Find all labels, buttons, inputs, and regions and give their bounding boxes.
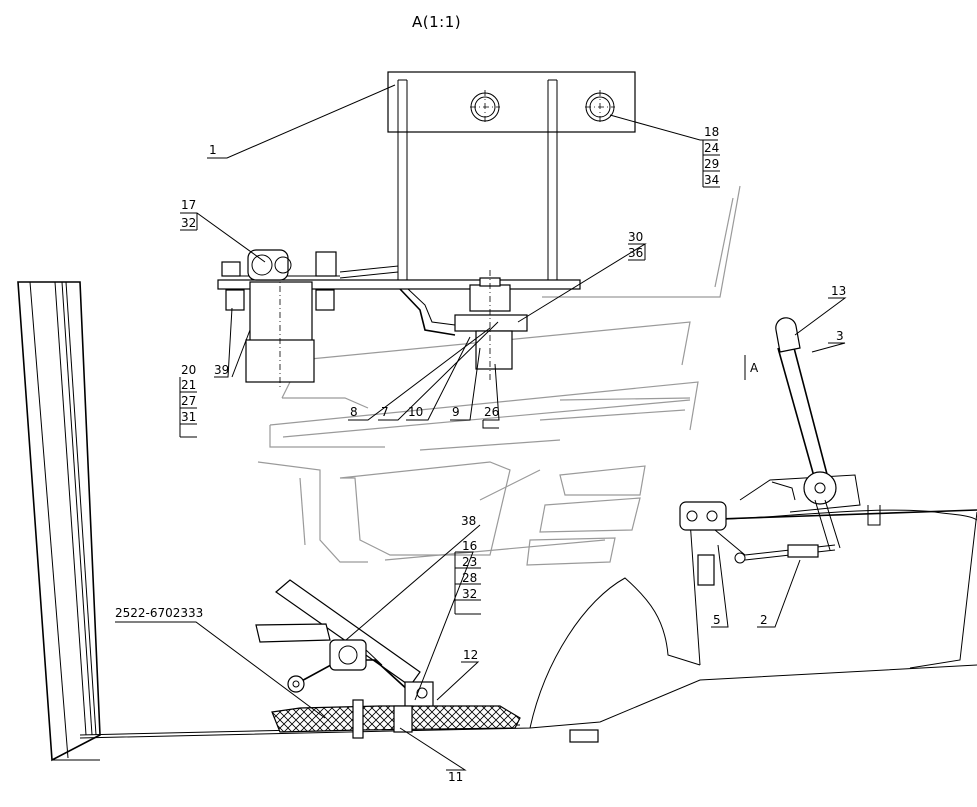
callout-10: 10 — [408, 405, 423, 419]
floor-line — [79, 664, 977, 739]
callout-34: 34 — [704, 173, 719, 187]
left-panel — [17, 281, 101, 762]
callout-1: 1 — [209, 143, 217, 157]
callout-17: 17 — [181, 198, 196, 212]
callout-labels: 1 18 24 29 34 17 32 30 36 20 21 27 31 39… — [115, 125, 846, 784]
callout-20: 20 — [181, 363, 196, 377]
callout-21: 21 — [181, 378, 196, 392]
callout-2: 2 — [760, 613, 768, 627]
callout-36: 36 — [628, 246, 643, 260]
callout-38: 38 — [461, 514, 476, 528]
callout-16: 16 — [462, 539, 477, 553]
callout-24: 24 — [704, 141, 719, 155]
callout-32-top: 32 — [181, 216, 196, 230]
callout-39: 39 — [214, 363, 229, 377]
callout-27: 27 — [181, 394, 196, 408]
part-number-label: 2522-6702333 — [115, 606, 203, 620]
callout-11: 11 — [448, 770, 463, 784]
callout-9: 9 — [452, 405, 460, 419]
callout-boxes — [179, 140, 720, 615]
view-title: A(1:1) — [412, 13, 461, 31]
callout-23: 23 — [462, 555, 477, 569]
callout-18: 18 — [704, 125, 719, 139]
callout-26: 26 — [484, 405, 499, 419]
callout-32-bottom: 32 — [462, 587, 477, 601]
callout-7: 7 — [381, 405, 389, 419]
callout-29: 29 — [704, 157, 719, 171]
callout-12: 12 — [463, 648, 478, 662]
wheel-arch — [529, 577, 701, 729]
callout-5: 5 — [713, 613, 721, 627]
callout-30: 30 — [628, 230, 643, 244]
callout-8: 8 — [350, 405, 358, 419]
callout-31: 31 — [181, 410, 196, 424]
callout-13: 13 — [831, 284, 846, 298]
valve-plate-assembly — [217, 249, 581, 388]
pedal-mechanism — [255, 579, 599, 743]
cab-outline-background — [257, 185, 741, 566]
view-marker: A — [750, 361, 759, 375]
mounting-bracket — [387, 71, 636, 285]
callout-28: 28 — [462, 571, 477, 585]
callout-3: 3 — [836, 329, 844, 343]
lever-mechanism — [679, 317, 977, 669]
leader-lines — [115, 84, 847, 771]
